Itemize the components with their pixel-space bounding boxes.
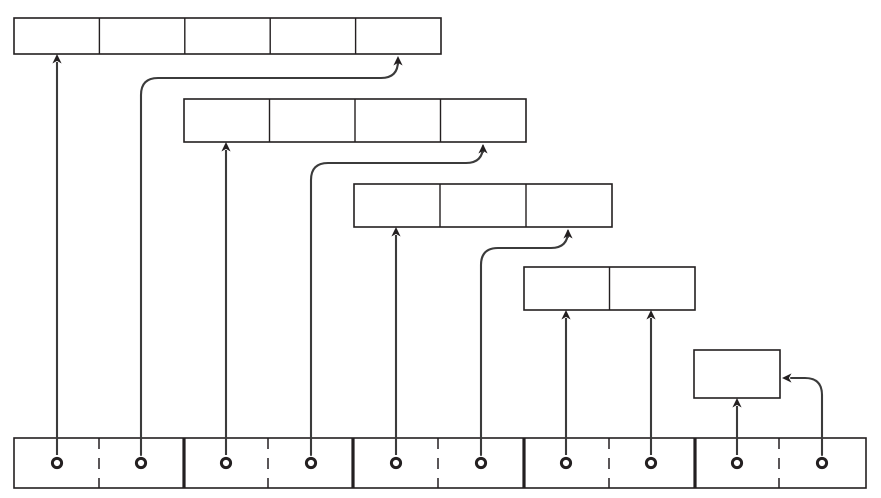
curve-node1-to-row1-last-cell <box>139 56 403 457</box>
curve-node9-to-row5-right-edge <box>782 373 824 457</box>
node-7 <box>644 456 658 470</box>
curve-node9-to-row5-right-edge-arrowhead <box>782 373 792 383</box>
link-node7-to-row4-arrowhead <box>646 310 656 320</box>
curve-node1-to-row1-last-cell-shaft <box>139 59 400 457</box>
link-node7-to-row4 <box>646 310 656 455</box>
base-nodes-group <box>50 456 829 470</box>
node-4 <box>389 456 403 470</box>
pointer-links-group <box>52 54 824 457</box>
node-1 <box>134 456 148 470</box>
node-6 <box>559 456 573 470</box>
node-5 <box>474 456 488 470</box>
node-9 <box>815 456 829 470</box>
array-row-4 <box>523 266 696 311</box>
curve-node3-to-row2-last-cell-arrowhead <box>478 144 488 154</box>
curve-node5-to-row3-last-cell-arrowhead <box>563 229 573 239</box>
link-node0-to-row1 <box>52 54 62 455</box>
node-0 <box>50 456 64 470</box>
node-8 <box>730 456 744 470</box>
link-node2-to-row2 <box>221 142 231 455</box>
curve-node3-to-row2-last-cell <box>309 144 488 457</box>
curve-node3-to-row2-last-cell-shaft <box>309 144 485 457</box>
link-node6-to-row4-arrowhead <box>561 310 571 320</box>
node-3 <box>304 456 318 470</box>
array-row-5-outline <box>693 349 781 399</box>
curve-node5-to-row3-last-cell <box>479 229 573 457</box>
curve-node1-to-row1-last-cell-arrowhead <box>393 56 403 66</box>
curve-node9-to-row5-right-edge-shaft <box>789 376 824 457</box>
base-array-group <box>13 437 867 489</box>
link-node4-to-row3-arrowhead <box>391 227 401 237</box>
array-row-1-outline <box>13 17 442 55</box>
array-row-3 <box>353 183 613 228</box>
array-row-1 <box>13 17 442 55</box>
array-row-5 <box>693 349 781 399</box>
array-rows-group <box>13 17 781 399</box>
node-2 <box>219 456 233 470</box>
link-node8-to-row5 <box>732 398 742 455</box>
link-node4-to-row3 <box>391 227 401 455</box>
array-row-3-outline <box>353 183 613 228</box>
array-row-2 <box>183 98 527 143</box>
base-array-outline <box>13 437 867 489</box>
link-node6-to-row4 <box>561 310 571 455</box>
curve-node5-to-row3-last-cell-shaft <box>479 229 570 457</box>
link-node0-to-row1-arrowhead <box>52 54 62 64</box>
link-node8-to-row5-arrowhead <box>732 398 742 408</box>
link-node2-to-row2-arrowhead <box>221 142 231 152</box>
